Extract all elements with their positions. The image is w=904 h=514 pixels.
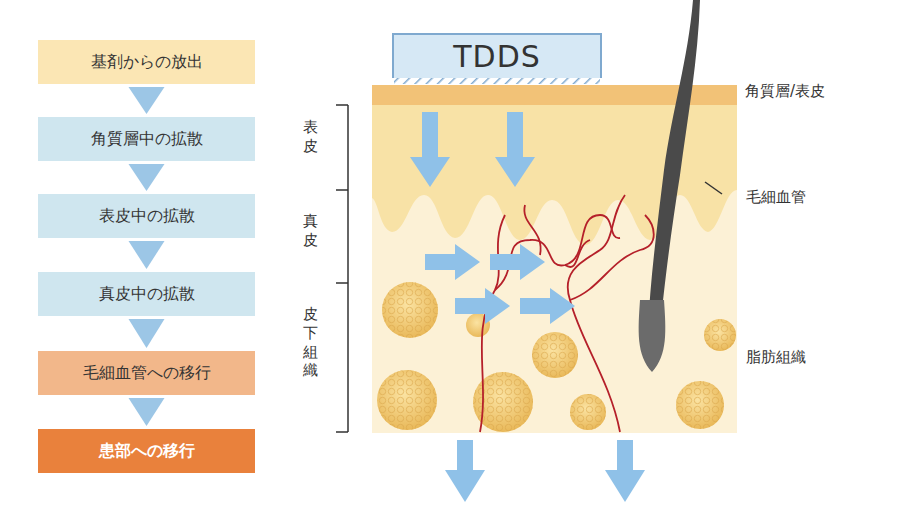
fat-tissue	[377, 282, 736, 432]
node-text: 毛細血管への移行	[83, 363, 211, 384]
layer-label: 表皮	[303, 118, 318, 156]
process-box: 毛細血管への移行	[38, 351, 255, 395]
node-text: 基剤からの放出	[91, 52, 203, 73]
layer-bracket	[336, 105, 348, 432]
part-label: 毛細血管	[746, 188, 806, 207]
flow-arrow	[129, 241, 165, 269]
layer-label: 皮下組織	[303, 305, 318, 380]
capillary	[480, 195, 654, 432]
result-box: 患部への移行	[38, 429, 255, 473]
diffusion-arrow	[410, 112, 645, 502]
node-text: 角質層中の拡散	[91, 129, 203, 150]
node-text: 表皮中の拡散	[99, 206, 195, 227]
process-box: 真皮中の拡散	[38, 272, 255, 316]
process-box: 表皮中の拡散	[38, 194, 255, 238]
flow-arrow	[129, 319, 165, 348]
layer-label: 角質層/表皮	[745, 82, 825, 101]
patch-box: TDDS	[392, 33, 602, 78]
node-text: 患部への移行	[99, 441, 195, 462]
layer-label: 真皮	[303, 212, 318, 250]
node-text: 真皮中の拡散	[99, 284, 195, 305]
flow-arrow	[129, 164, 165, 191]
node-text: TDDS	[453, 39, 541, 74]
leader-line	[705, 182, 722, 194]
flow-arrow	[129, 398, 165, 426]
flow-arrow	[129, 87, 165, 114]
process-box: 角質層中の拡散	[38, 117, 255, 161]
part-label: 脂肪組織	[746, 348, 806, 367]
process-box: 基剤からの放出	[38, 40, 255, 84]
